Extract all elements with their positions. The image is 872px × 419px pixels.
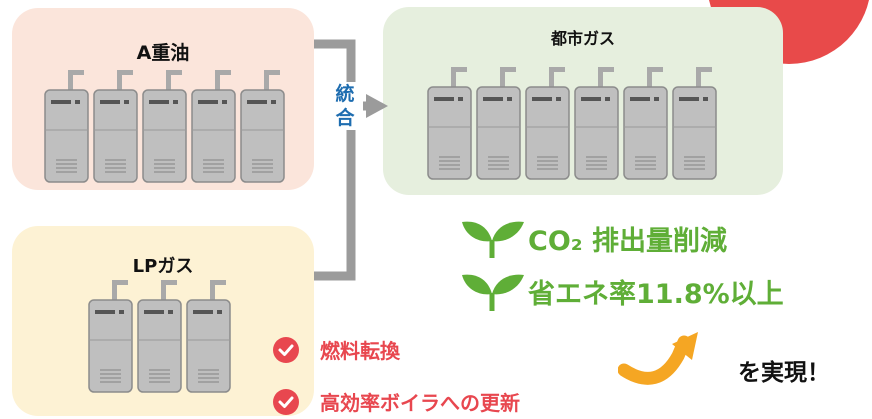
- boiler-icon: [93, 68, 138, 184]
- boiler-icon: [137, 278, 182, 394]
- city-gas-title: 都市ガス: [550, 29, 615, 48]
- boiler-icon: [574, 65, 619, 181]
- merit-energy: 省エネ率11.8%以上: [460, 269, 784, 313]
- boiler-icon: [191, 68, 236, 184]
- boiler-icon: [427, 65, 472, 181]
- lpg-boiler-row: [88, 278, 231, 394]
- check-icon: [273, 388, 299, 415]
- measure-boiler-upgrade: 高効率ボイラへの更新: [272, 387, 520, 416]
- curved-up-arrow-icon: [618, 332, 698, 385]
- city-gas-boiler-row: [427, 65, 717, 181]
- merit-co2-label: CO₂ 排出量削減: [528, 225, 727, 257]
- a-oil-boiler-row: [44, 68, 285, 184]
- boiler-icon: [525, 65, 570, 181]
- boiler-icon: [88, 278, 133, 394]
- merit-co2: CO₂ 排出量削減: [460, 216, 727, 260]
- measure-fuel-conversion: 燃料転換: [272, 335, 400, 364]
- merge-pipe-line: [314, 39, 356, 281]
- merge-label-text: 統合: [335, 83, 355, 129]
- a-oil-group: A重油: [12, 8, 314, 190]
- lpg-group: LPガス: [12, 226, 314, 416]
- result-label: を実現！: [738, 360, 830, 386]
- measure-fuel-label: 燃料転換: [320, 339, 400, 363]
- sprout-icon: [462, 221, 524, 258]
- sprout-icon: [462, 274, 524, 311]
- boiler-icon: [44, 68, 89, 184]
- merge-arrow-icon: [366, 94, 388, 118]
- boiler-icon: [240, 68, 285, 184]
- a-oil-title: A重油: [136, 42, 190, 64]
- boiler-icon: [142, 68, 187, 184]
- merit-energy-label: 省エネ率11.8%以上: [528, 278, 784, 310]
- boiler-icon: [186, 278, 231, 394]
- city-gas-group: 都市ガス: [383, 7, 783, 195]
- check-icon: [273, 336, 299, 363]
- boiler-icon: [672, 65, 717, 181]
- boiler-icon: [623, 65, 668, 181]
- boiler-icon: [476, 65, 521, 181]
- merge-label: 統合: [327, 82, 363, 130]
- measure-boiler-label: 高効率ボイラへの更新: [320, 391, 520, 415]
- lpg-title: LPガス: [132, 256, 194, 277]
